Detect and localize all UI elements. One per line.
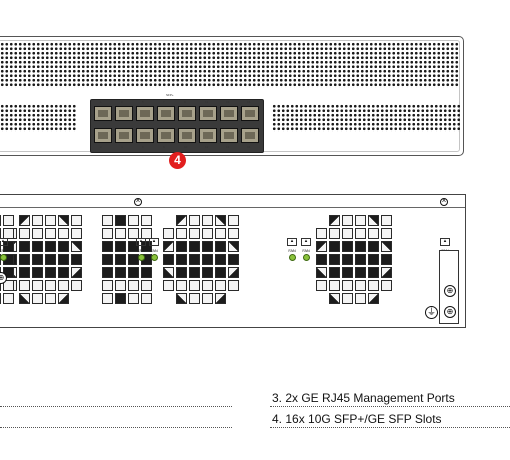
- fan-label: FAN: [150, 248, 158, 253]
- fan-label: FAN: [137, 248, 145, 253]
- fan-grille: [163, 215, 241, 304]
- port-number-label: 12: [205, 145, 209, 149]
- port-number-label: 13: [226, 100, 230, 104]
- legend-divider: [0, 427, 232, 428]
- sfp-port[interactable]: [115, 106, 133, 121]
- sfp-port[interactable]: [157, 106, 175, 121]
- fan-grille: [316, 215, 394, 304]
- fan-grille: [102, 215, 152, 304]
- fan-label: FAN: [288, 248, 296, 253]
- fan-label: FAN: [302, 248, 310, 253]
- fan-led-icon: [288, 254, 296, 261]
- fan-status-indicator: ▴ FAN: [0, 238, 8, 261]
- sfp-group-label: SFP+: [166, 93, 174, 97]
- sfp-port[interactable]: [94, 106, 112, 121]
- port-number-label: 6: [142, 145, 144, 149]
- sfp-port[interactable]: [136, 128, 154, 143]
- sfp-port[interactable]: [220, 128, 238, 143]
- sfp-port[interactable]: [178, 128, 196, 143]
- screw-icon: [134, 196, 142, 206]
- legend-divider: [270, 406, 510, 407]
- fan-status-indicator: ▴ FAN: [287, 238, 297, 261]
- legend-divider: [0, 406, 232, 407]
- port-number-label: 15: [247, 100, 251, 104]
- port-number-label: 16: [247, 145, 251, 149]
- sfp-port[interactable]: [241, 128, 259, 143]
- port-number-label: 4: [121, 145, 123, 149]
- port-number-label: 11: [205, 100, 209, 104]
- fan-switch-icon: ▴: [287, 238, 297, 246]
- fan-status-indicator: ▴ FAN: [149, 238, 159, 261]
- port-number-label: 14: [226, 145, 230, 149]
- fan-switch-icon: ▴: [301, 238, 311, 246]
- fan-led-icon: [150, 254, 158, 261]
- legend-item-management-ports: 3. 2x GE RJ45 Management Ports: [272, 391, 455, 405]
- front-vent-top: [0, 42, 459, 88]
- port-number-label: 7: [163, 100, 165, 104]
- sfp-port[interactable]: [136, 106, 154, 121]
- fan-switch-icon: ▴: [0, 238, 8, 246]
- port-number-label: 3: [121, 100, 123, 104]
- screw-icon: [440, 196, 448, 206]
- fan-grille: [6, 215, 84, 304]
- legend-divider: [270, 427, 510, 428]
- sfp-port[interactable]: [199, 106, 217, 121]
- legend-item-sfp-slots: 4. 16x 10G SFP+/GE SFP Slots: [272, 412, 442, 426]
- fan-led-icon: [302, 254, 310, 261]
- fan-status-indicator: ▴ FAN: [136, 238, 146, 261]
- rear-top-rail: [0, 207, 465, 208]
- callout-badge: 4: [169, 152, 186, 169]
- sfp-port[interactable]: [220, 106, 238, 121]
- port-number-label: 2: [100, 145, 102, 149]
- sfp-port[interactable]: [94, 128, 112, 143]
- port-number-label: 9: [184, 100, 186, 104]
- power-switch-icon[interactable]: ⊕: [444, 285, 456, 297]
- fan-led-icon: [137, 254, 145, 261]
- front-vent-left: [0, 104, 76, 132]
- screw-icon: ⊕: [444, 306, 456, 318]
- fan-switch-icon: ▴: [149, 238, 159, 246]
- ground-icon: ⏚: [425, 306, 438, 319]
- port-number-label: 1: [100, 100, 102, 104]
- sfp-port[interactable]: [157, 128, 175, 143]
- port-number-label: 8: [163, 145, 165, 149]
- sfp-port[interactable]: [241, 106, 259, 121]
- fan-switch-icon: ▴: [136, 238, 146, 246]
- fan-led-icon: [0, 254, 7, 261]
- fan-label: FAN: [0, 248, 7, 253]
- sfp-port[interactable]: [115, 128, 133, 143]
- sfp-port[interactable]: [199, 128, 217, 143]
- fan-status-indicator: ▴ FAN: [301, 238, 311, 261]
- sfp-port[interactable]: [178, 106, 196, 121]
- port-number-label: 5: [142, 100, 144, 104]
- fan-switch-icon: ▴: [440, 238, 450, 246]
- front-vent-right: [272, 104, 460, 132]
- port-number-label: 10: [184, 145, 188, 149]
